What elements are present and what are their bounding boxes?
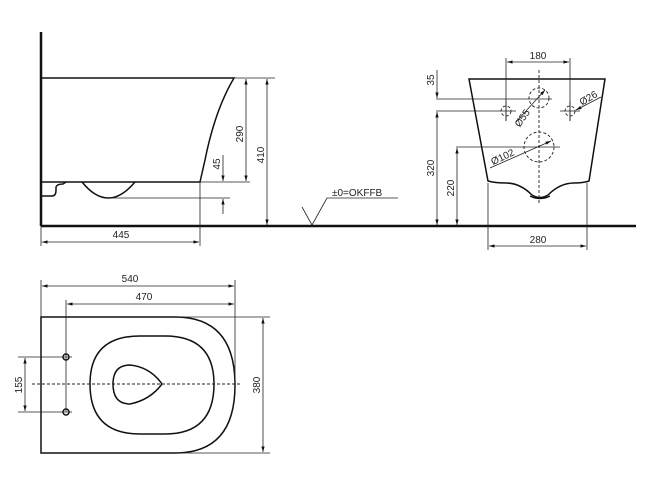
toilet-body-front xyxy=(468,78,606,199)
toilet-outline-top xyxy=(40,316,236,454)
dim-540: 540 xyxy=(122,274,139,285)
dim-45: 45 xyxy=(212,158,223,170)
floor-label: ±0=OKFFB xyxy=(332,188,383,199)
dim-290: 290 xyxy=(235,125,246,142)
dim-280: 280 xyxy=(530,235,547,246)
front-view: 180 35 320 220 280 Ø55 Ø26 Ø102 xyxy=(426,51,606,250)
bowl-opening xyxy=(112,364,163,405)
dim-380: 380 xyxy=(252,376,263,393)
floor-level-symbol xyxy=(301,197,398,226)
dim-35: 35 xyxy=(426,74,437,86)
dim-180: 180 xyxy=(530,51,547,62)
dim-470: 470 xyxy=(136,292,153,303)
dim-d102: Ø102 xyxy=(490,147,517,167)
dim-d26: Ø26 xyxy=(578,89,600,108)
dim-445: 445 xyxy=(113,230,130,241)
dim-320: 320 xyxy=(426,159,437,176)
side-view: 445 290 410 45 ±0=OKFFB xyxy=(39,32,636,246)
dim-220: 220 xyxy=(446,179,457,196)
dim-155: 155 xyxy=(14,376,25,393)
toilet-body-side xyxy=(41,77,236,183)
seat-rim xyxy=(89,335,215,435)
bowl-arc xyxy=(81,181,136,199)
top-view: 540 470 155 380 xyxy=(14,274,270,454)
dim-d55: Ø55 xyxy=(513,107,533,129)
dim-410: 410 xyxy=(256,146,267,163)
mounting-bracket xyxy=(41,181,67,197)
